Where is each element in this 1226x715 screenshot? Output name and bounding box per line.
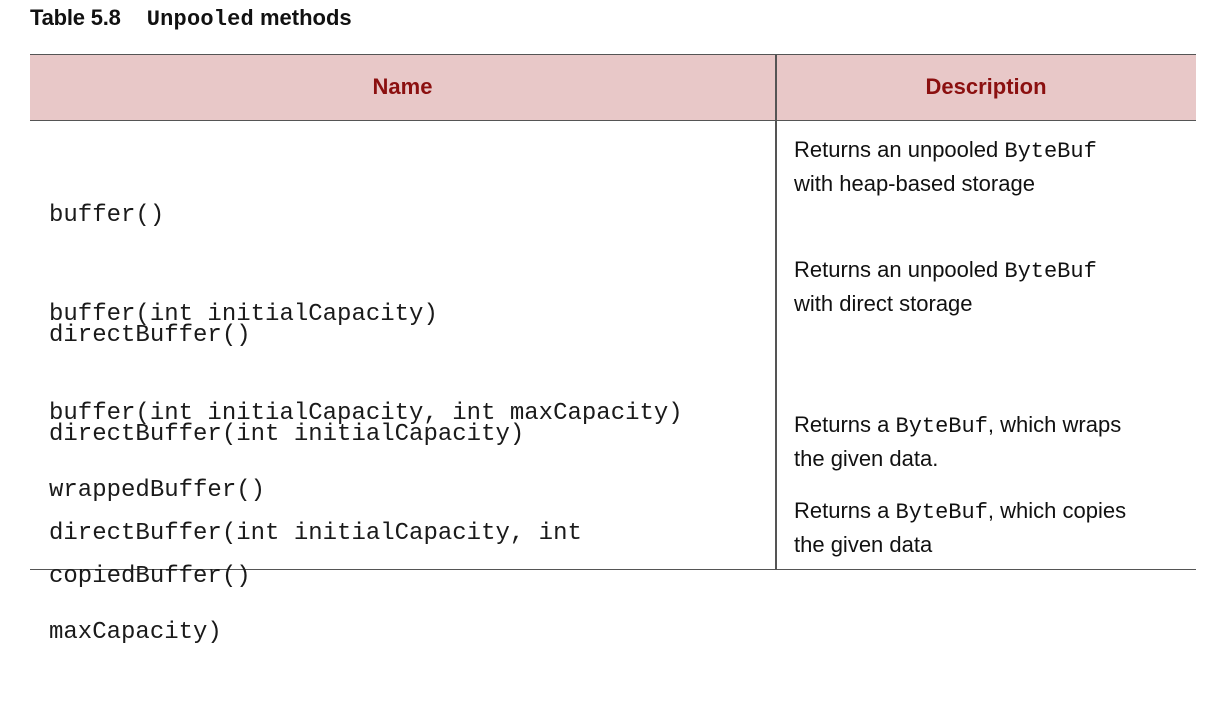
method-signature: wrappedBuffer() (49, 477, 266, 504)
description-line: Returns a ByteBuf, which wraps (794, 412, 1122, 439)
table-header-row: Name Description (30, 55, 1196, 121)
bytebuf-code: ByteBuf (1004, 139, 1097, 164)
description-line: with direct storage (794, 291, 973, 316)
header-description: Description (925, 74, 1047, 99)
method-signature: directBuffer(int initialCapacity, int (49, 520, 582, 547)
description-line: Returns a ByteBuf, which copies (794, 498, 1127, 525)
description-line: Returns an unpooled ByteBuf (794, 137, 1097, 164)
methods-table: Name Description buffer() buffer(int ini… (30, 54, 1196, 646)
method-signature: directBuffer() (49, 322, 251, 349)
method-signature: copiedBuffer() (49, 563, 251, 590)
method-signature: buffer() (49, 202, 165, 229)
method-description: Returns a ByteBuf, which wraps the given… (794, 409, 1189, 475)
header-name: Name (372, 74, 433, 99)
method-description: Returns a ByteBuf, which copies the give… (794, 495, 1189, 561)
method-names: wrappedBuffer() (49, 408, 769, 573)
method-signature: directBuffer(int initialCapacity) (49, 421, 525, 448)
method-description: Returns an unpooled ByteBuf with heap-ba… (794, 134, 1189, 200)
description-line: the given data. (794, 446, 939, 471)
table-title-code: Unpooled (146, 7, 254, 32)
method-names: buffer() buffer(int initialCapacity) buf… (49, 133, 769, 496)
method-signature: buffer(int initialCapacity) (49, 301, 438, 328)
bytebuf-code: ByteBuf (895, 414, 988, 439)
column-divider (775, 55, 777, 569)
method-description: Returns an unpooled ByteBuf with direct … (794, 254, 1189, 320)
table-caption: Table 5.8 Unpooled methods (30, 5, 352, 35)
bytebuf-code: ByteBuf (1004, 259, 1097, 284)
bytebuf-code: ByteBuf (895, 500, 988, 525)
table-title-text: methods (259, 5, 352, 30)
method-signature: buffer(int initialCapacity, int maxCapac… (49, 400, 683, 427)
method-names: copiedBuffer() (49, 494, 769, 659)
description-line: Returns an unpooled ByteBuf (794, 257, 1097, 284)
description-line: with heap-based storage (794, 171, 1035, 196)
table-number: Table 5.8 (30, 5, 121, 30)
description-line: the given data (794, 532, 933, 557)
